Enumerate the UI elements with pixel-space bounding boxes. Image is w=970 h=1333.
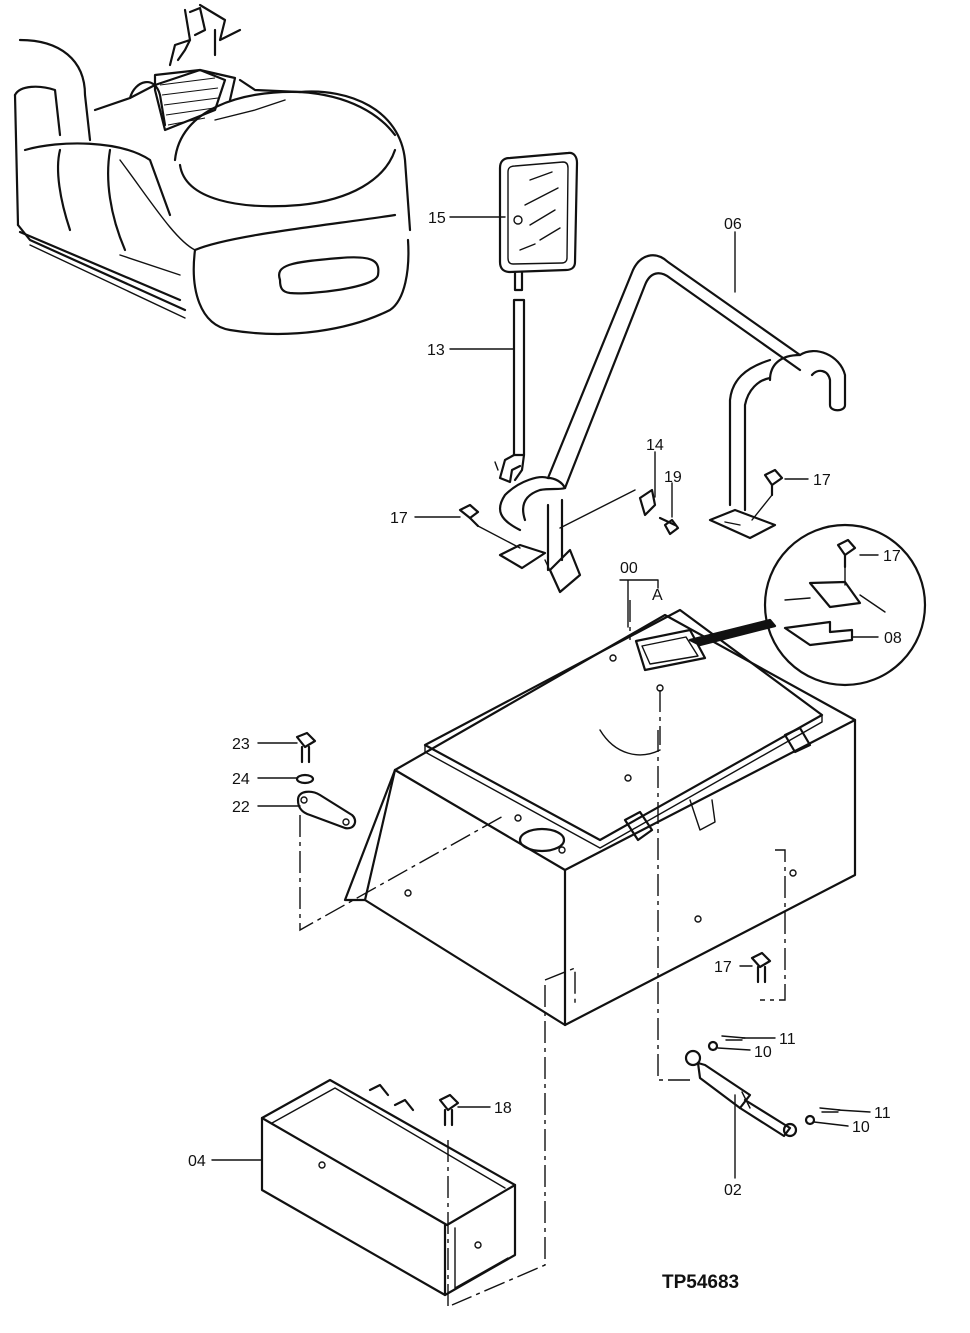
callout-10-a: 10 [754,1044,772,1061]
bolt-17-lower [750,951,772,984]
cover-plate-part-22 [296,790,357,830]
washer-part-24 [295,773,315,785]
callout-23: 23 [232,736,250,753]
toolbox-part-00 [343,608,857,1027]
callout-10-b: 10 [852,1119,870,1136]
callout-17-detail: 17 [883,548,901,565]
snap-ring-10-b [804,1114,816,1126]
callout-17-left: 17 [390,510,408,527]
bracket-part-14 [559,488,680,536]
callout-A: A [652,587,663,604]
callout-13: 13 [427,342,445,359]
bolt-part-18 [438,1093,460,1127]
callout-08: 08 [884,630,902,647]
bolt-part-23 [295,731,317,764]
callout-00: 00 [620,560,638,577]
pin-11-a [721,1035,746,1041]
callout-labels: 15 06 13 14 19 17 17 17 00 A 08 23 24 22… [188,210,902,1199]
snap-ring-10-a [707,1040,719,1052]
pin-11-b [819,1107,841,1113]
mirror-part-15 [498,151,579,292]
callout-17-handrail: 17 [813,472,831,489]
bolt-17-left [458,503,521,549]
tray-part-04 [260,1078,517,1297]
drawing-reference-number: TP54683 [662,1272,739,1293]
callout-17-lower: 17 [714,959,732,976]
callout-06: 06 [724,216,742,233]
callout-11-a: 11 [779,1031,796,1048]
leader-lines [211,216,879,1179]
callout-22: 22 [232,799,250,816]
gas-spring-part-02 [684,1049,798,1138]
callout-04: 04 [188,1153,206,1170]
bolt-17-handrail [751,468,784,521]
callout-11-b: 11 [874,1105,891,1122]
mirror-stay-part-13 [494,298,526,484]
handrail-part-06 [498,254,847,594]
callout-14: 14 [646,437,664,454]
assembly-lines [299,600,786,1310]
callout-18: 18 [494,1100,512,1117]
callout-24: 24 [232,771,250,788]
callout-19: 19 [664,469,682,486]
callout-02: 02 [724,1182,742,1199]
callout-15: 15 [428,210,446,227]
machine-illustration [13,3,412,335]
